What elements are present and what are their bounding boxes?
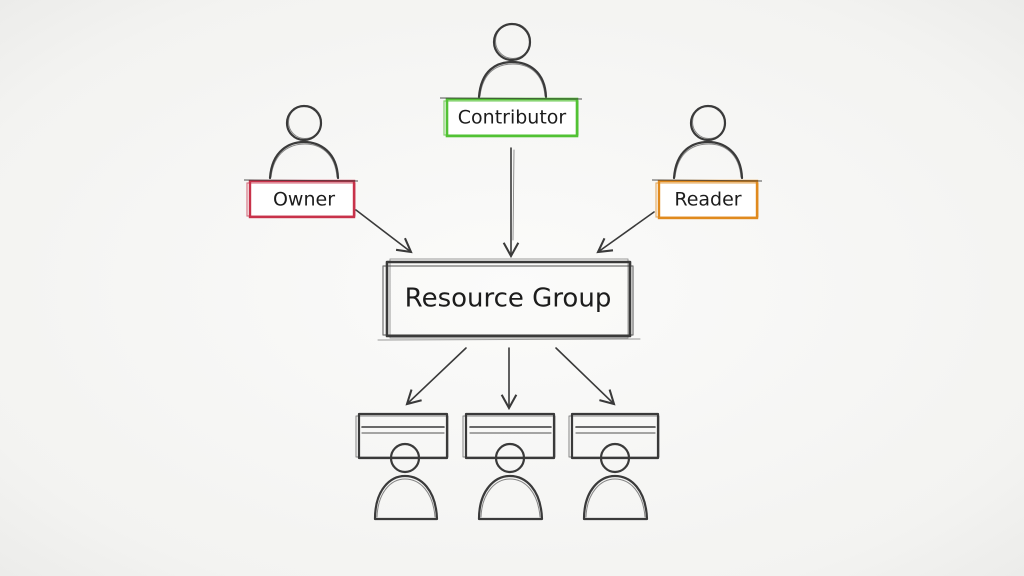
role-owner: Owner <box>243 104 359 219</box>
role-label-owner: Owner <box>273 189 335 211</box>
member-1 <box>355 412 449 521</box>
member-3 <box>568 412 660 521</box>
person-icon <box>373 442 439 521</box>
arrow-reader-to-resource-group <box>596 211 655 254</box>
resource-group-label: Resource Group <box>405 284 612 314</box>
person-icon <box>672 104 744 180</box>
resource-card <box>568 412 660 460</box>
role-box-reader: Reader <box>651 179 763 220</box>
role-box-owner: Owner <box>243 179 359 219</box>
person-icon <box>477 442 544 521</box>
resource-card <box>462 412 556 460</box>
member-2 <box>462 412 556 521</box>
arrow-resource-group-to-member-1 <box>405 347 467 406</box>
arrow-owner-to-resource-group <box>355 209 413 254</box>
role-label-reader: Reader <box>674 189 741 211</box>
role-contributor: Contributor <box>439 22 583 138</box>
person-icon <box>582 442 649 521</box>
arrow-resource-group-to-member-3 <box>555 347 616 406</box>
resource-card <box>355 412 449 460</box>
role-reader: Reader <box>651 104 763 220</box>
person-icon <box>477 22 548 99</box>
role-label-contributor: Contributor <box>458 107 567 129</box>
person-icon <box>268 104 340 180</box>
member-arrows <box>405 347 616 411</box>
role-arrows <box>355 147 655 259</box>
resource-group: Resource Group <box>377 258 641 341</box>
role-box-contributor: Contributor <box>439 97 583 138</box>
